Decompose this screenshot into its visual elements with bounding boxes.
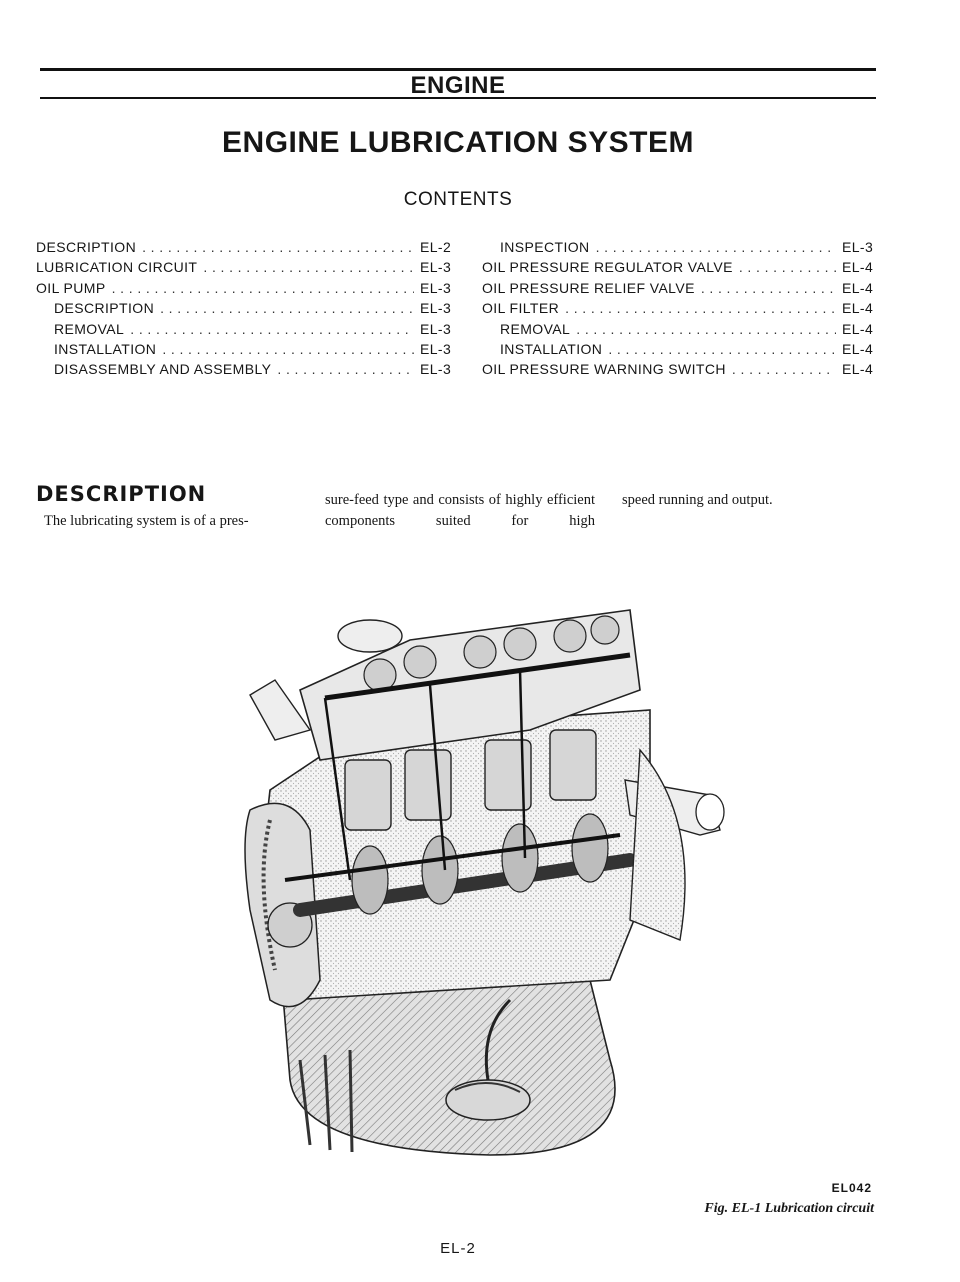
toc-entry-page: EL-3 [420, 259, 452, 276]
toc-leader-dots [277, 361, 414, 377]
toc-entry-page: EL-4 [842, 279, 874, 296]
toc-leader-dots [565, 300, 836, 316]
toc-entry-page: EL-2 [420, 239, 452, 255]
description-text-col1: The lubricating system is of a pres- [44, 513, 249, 529]
toc-entry-label: OIL PRESSURE RELIEF VALVE [482, 279, 695, 296]
figure-caption: Fig. EL-1 Lubrication circuit [704, 1201, 874, 1216]
toc-entry: OIL PUMP EL-3 [36, 280, 456, 300]
toc-entry-page: EL-4 [842, 259, 874, 276]
toc-entry-label: DISASSEMBLY AND ASSEMBLY [54, 361, 272, 378]
toc-entry-label: INSTALLATION [500, 340, 603, 357]
toc-entry-page: EL-3 [420, 320, 452, 337]
header-rule-top [40, 68, 876, 71]
toc-leader-dots [739, 259, 836, 275]
toc-entry: DESCRIPTION EL-2 [36, 239, 456, 259]
toc-entry: DISASSEMBLY AND ASSEMBLY EL-3 [36, 361, 456, 381]
header-rule-bottom [40, 97, 876, 99]
toc-entry-page: EL-4 [842, 361, 874, 378]
toc-entry-label: DESCRIPTION [54, 300, 155, 317]
toc-entry: INSTALLATION EL-4 [482, 341, 878, 361]
toc-entry-label: OIL PUMP [36, 279, 106, 296]
toc-entry: INSPECTION EL-3 [482, 239, 878, 259]
toc-entry-label: REMOVAL [54, 320, 125, 337]
toc-entry-label: LUBRICATION CIRCUIT [36, 259, 198, 276]
oil-strainer [445, 1079, 531, 1121]
page-title: ENGINE LUBRICATION SYSTEM [222, 126, 694, 159]
description-text-col3: speed running and output. [622, 492, 773, 508]
description-heading: DESCRIPTION [36, 482, 207, 506]
section-header: ENGINE [410, 72, 506, 99]
engine-lubrication-diagram [244, 609, 725, 1156]
toc-leader-dots [162, 341, 414, 357]
toc-entry-page: EL-4 [842, 300, 874, 317]
toc-entry-label: OIL PRESSURE WARNING SWITCH [482, 361, 726, 378]
toc-leader-dots [608, 341, 836, 357]
toc-leader-dots [576, 321, 836, 337]
toc-entry-label: OIL PRESSURE REGULATOR VALVE [482, 259, 733, 276]
toc-entry: OIL PRESSURE REGULATOR VALVE EL-4 [482, 259, 878, 279]
toc-entry: OIL PRESSURE WARNING SWITCH EL-4 [482, 361, 878, 381]
toc-leader-dots [130, 321, 414, 337]
toc-leader-dots [732, 361, 836, 377]
toc-entry-label: REMOVAL [500, 320, 571, 337]
toc-leader-dots [112, 280, 414, 296]
toc-entry: LUBRICATION CIRCUIT EL-3 [36, 259, 456, 279]
toc-entry-page: EL-3 [420, 300, 452, 317]
toc-leader-dots [142, 239, 414, 255]
toc-leader-dots [596, 239, 836, 255]
toc-entry-page: EL-3 [842, 239, 874, 255]
toc-leader-dots [160, 300, 414, 316]
toc-entry: REMOVAL EL-3 [36, 321, 456, 341]
figure-code: EL042 [831, 1181, 872, 1195]
toc-leader-dots [203, 259, 414, 275]
toc-entry-page: EL-4 [842, 320, 874, 337]
toc-entry: REMOVAL EL-4 [482, 321, 878, 341]
toc-entry-page: EL-3 [420, 361, 452, 378]
toc-entry-label: INSPECTION [500, 239, 590, 255]
toc-entry: DESCRIPTION EL-3 [36, 300, 456, 320]
toc-entry-label: OIL FILTER [482, 300, 560, 317]
toc-entry-page: EL-3 [420, 279, 452, 296]
cylinder-head [299, 609, 641, 761]
toc-leader-dots [701, 280, 836, 296]
toc-entry: OIL PRESSURE RELIEF VALVE EL-4 [482, 280, 878, 300]
description-text-col2: sure-feed type and consists of highly ef… [325, 492, 595, 529]
toc-entry-page: EL-4 [842, 340, 874, 357]
toc-entry-page: EL-3 [420, 340, 452, 357]
contents-heading: CONTENTS [403, 189, 513, 210]
toc-entry: OIL FILTER EL-4 [482, 300, 878, 320]
toc-entry-label: INSTALLATION [54, 340, 157, 357]
page-number: EL-2 [440, 1240, 476, 1257]
toc-entry: INSTALLATION EL-3 [36, 341, 456, 361]
toc-entry-label: DESCRIPTION [36, 239, 137, 255]
